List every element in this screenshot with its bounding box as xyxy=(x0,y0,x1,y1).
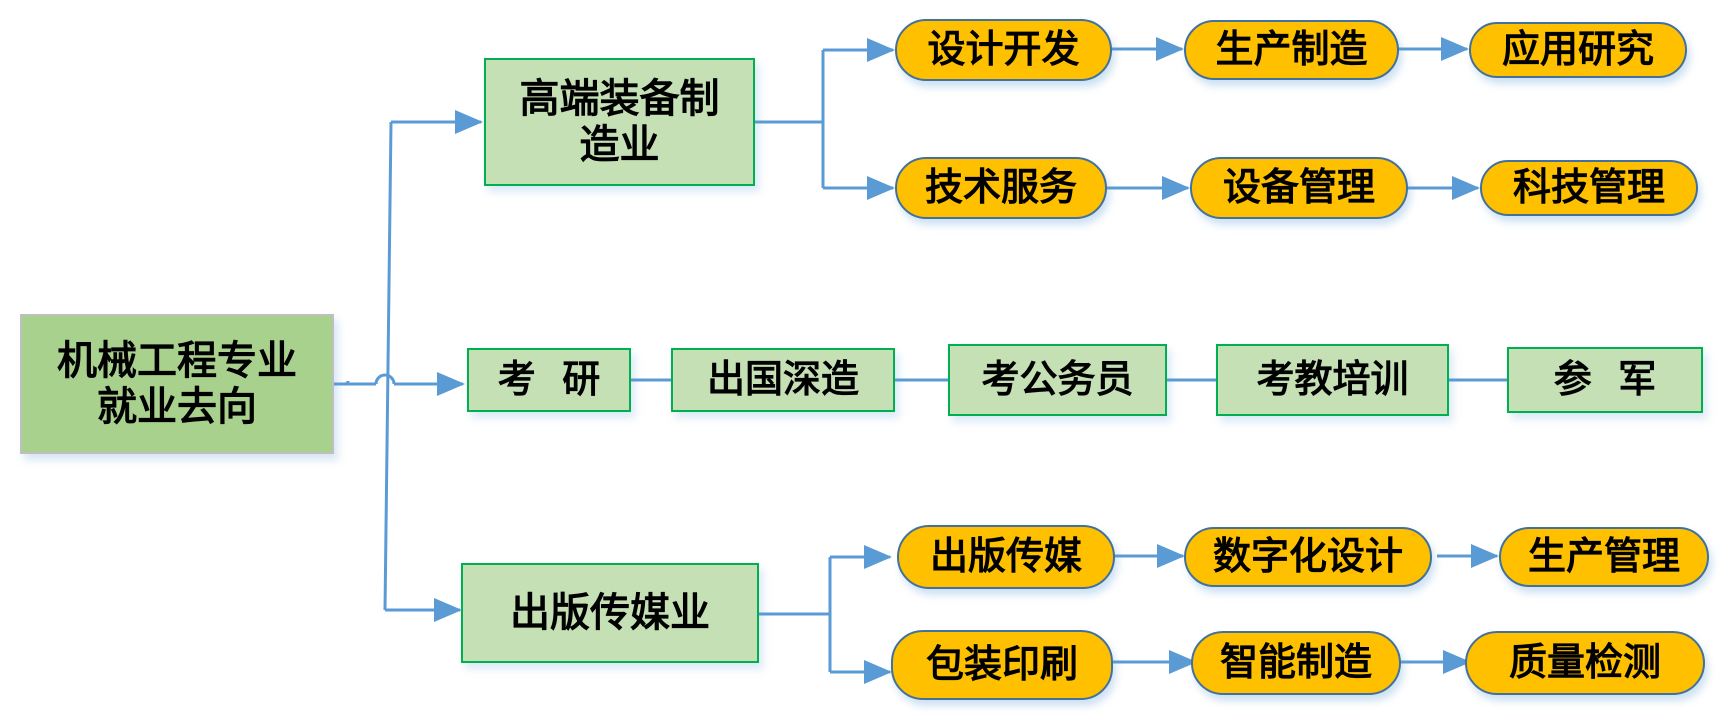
box-study-abroad[interactable]: 出国深造 xyxy=(671,348,895,412)
pill-label: 技术服务 xyxy=(924,165,1077,210)
pill-tech-management[interactable]: 科技管理 xyxy=(1480,160,1698,216)
box-label: 考 研 xyxy=(497,357,601,402)
pill-label: 生产制造 xyxy=(1215,27,1368,72)
category-high-end-equipment[interactable]: 高端装备制 造业 xyxy=(484,58,755,186)
pill-label: 设计开发 xyxy=(927,27,1080,72)
pill-quality-inspection[interactable]: 质量检测 xyxy=(1465,631,1705,695)
root-label-line1: 机械工程专业 xyxy=(57,338,297,384)
connector-hop xyxy=(374,373,396,385)
pill-design-development[interactable]: 设计开发 xyxy=(895,19,1112,81)
pill-smart-manufacturing[interactable]: 智能制造 xyxy=(1191,631,1401,695)
box-label: 考教培训 xyxy=(1256,357,1409,402)
box-label: 参 军 xyxy=(1553,357,1657,402)
pill-digital-design[interactable]: 数字化设计 xyxy=(1184,527,1432,587)
box-join-army[interactable]: 参 军 xyxy=(1507,347,1703,413)
box-label: 出国深造 xyxy=(706,357,859,402)
pill-production-management[interactable]: 生产管理 xyxy=(1499,527,1709,587)
pill-equipment-management[interactable]: 设备管理 xyxy=(1190,157,1408,219)
pill-label: 设备管理 xyxy=(1222,165,1375,210)
pill-production-manufacturing[interactable]: 生产制造 xyxy=(1184,20,1399,80)
pill-label: 质量检测 xyxy=(1508,640,1661,685)
pill-publishing-media[interactable]: 出版传媒 xyxy=(897,525,1115,589)
pill-technical-service[interactable]: 技术服务 xyxy=(895,157,1107,219)
box-civil-service[interactable]: 考公务员 xyxy=(948,344,1167,416)
box-label: 考公务员 xyxy=(981,357,1134,402)
pill-label: 生产管理 xyxy=(1527,534,1680,579)
pill-packaging-printing[interactable]: 包装印刷 xyxy=(891,630,1113,700)
root-label-line2: 就业去向 xyxy=(97,384,257,430)
pill-label: 智能制造 xyxy=(1219,640,1372,685)
pill-applied-research[interactable]: 应用研究 xyxy=(1469,22,1687,78)
category-label-line2: 造业 xyxy=(579,122,660,168)
connector-trunk-vertical xyxy=(383,121,393,611)
pill-label: 数字化设计 xyxy=(1212,534,1403,579)
root-node[interactable]: 机械工程专业 就业去向 xyxy=(20,314,334,454)
pill-label: 出版传媒 xyxy=(929,534,1082,579)
box-postgraduate-exam[interactable]: 考 研 xyxy=(467,348,631,412)
pill-label: 科技管理 xyxy=(1512,165,1665,210)
box-teacher-training[interactable]: 考教培训 xyxy=(1216,344,1449,416)
pill-label: 包装印刷 xyxy=(925,642,1078,687)
category-publishing-media[interactable]: 出版传媒业 xyxy=(461,563,759,663)
category-label: 出版传媒业 xyxy=(510,590,710,636)
category-label-line1: 高端装备制 xyxy=(519,76,720,122)
pill-label: 应用研究 xyxy=(1501,27,1654,72)
